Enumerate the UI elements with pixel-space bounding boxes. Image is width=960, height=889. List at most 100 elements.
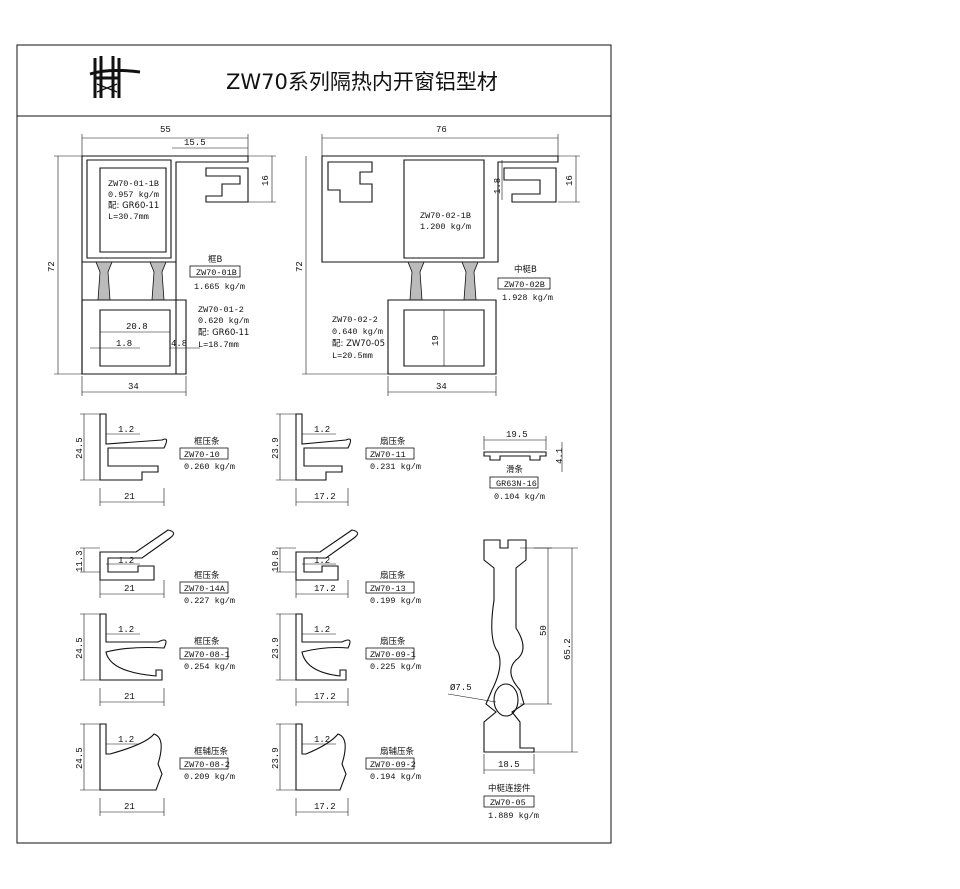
bead-width: 21: [124, 802, 135, 812]
mullion-bottom-width: 34: [436, 382, 447, 392]
bead-profile: [99, 613, 167, 681]
bead-2: 23.9 1.2 17.2 扇压条 ZW70-11 0.231 kg/m: [271, 413, 421, 506]
mullion-thermal-strip-right: [461, 261, 479, 301]
bead-profile: [295, 613, 351, 681]
bead-lip: 1.2: [118, 556, 134, 566]
bead-code: ZW70-10: [184, 450, 220, 460]
frame-lower-code: ZW70-01-2: [198, 305, 244, 315]
bead-weight: 0.227 kg/m: [184, 596, 235, 606]
bead-lip: 1.2: [314, 625, 330, 635]
slide-strip-width: 19.5: [506, 430, 528, 440]
frame-upper-length: L=30.7mm: [108, 212, 149, 222]
bead-name: 扇压条: [380, 570, 406, 581]
frame-width-top: 55: [160, 125, 171, 135]
bead-profile: [295, 529, 359, 581]
connector-hole-dia: Ø7.5: [450, 683, 472, 693]
bead-weight: 0.260 kg/m: [184, 462, 235, 472]
frame-upper-strip: 配: GR60-11: [108, 201, 159, 211]
bead-width: 17.2: [314, 802, 336, 812]
bead-code: ZW70-11: [370, 450, 406, 460]
sheet-border: [16, 44, 612, 844]
mullion-height: 72: [295, 261, 305, 272]
glazing-beads: 24.5 1.2 21 框压条 ZW70-10 0.260 kg/m 23.9 1.2 17.2…: [75, 413, 421, 816]
company-logo: [89, 56, 141, 98]
slide-strip-height: 4.1: [555, 448, 565, 464]
bead-code: ZW70-08-1: [184, 650, 230, 660]
bead-name: 扇压条: [380, 436, 406, 447]
bead-code: ZW70-13: [370, 584, 406, 594]
bead-height: 23.9: [271, 437, 281, 459]
frame-right-gap: 4.8: [171, 339, 187, 349]
mullion-lower-strip: 配: ZW70-05: [332, 339, 385, 349]
bead-name: 框压条: [194, 436, 220, 447]
bead-height: 23.9: [271, 747, 281, 769]
mullion-lower-chamber: [403, 309, 485, 367]
frame-lower-weight: 0.620 kg/m: [198, 316, 249, 326]
frame-assembly-code: ZW70-01B: [196, 268, 237, 278]
drawing-title: ZW70系列隔热内开窗铝型材: [226, 70, 498, 94]
bead-code: ZW70-08-2: [184, 760, 230, 770]
bead-weight: 0.254 kg/m: [184, 662, 235, 672]
mullion-lower-length: L=20.5mm: [332, 351, 373, 361]
bead-profile: [99, 723, 163, 791]
connector-profile: [483, 539, 535, 753]
connector-width: 18.5: [498, 760, 520, 770]
frame-lower-strip: 配: GR60-11: [198, 328, 249, 338]
bead-height: 24.5: [75, 637, 85, 659]
bead-width: 21: [124, 492, 135, 502]
bead-lip: 1.2: [118, 625, 134, 635]
mullion-assembly-weight: 1.928 kg/m: [502, 293, 553, 303]
frame-lower-length: L=18.7mm: [198, 340, 239, 350]
frame-right-height: 16: [261, 175, 271, 186]
bead-profile: [295, 723, 347, 791]
mullion-width-top: 76: [436, 125, 447, 135]
mullion-section: 76 72 1.8 16 19 34 ZW70-02-1B 1.200 kg/m…: [295, 125, 580, 396]
bead-code: ZW70-09-1: [370, 650, 416, 660]
frame-assembly-weight: 1.665 kg/m: [194, 282, 245, 292]
connector-height-inner: 50: [539, 625, 549, 636]
bead-weight: 0.199 kg/m: [370, 596, 421, 606]
frame-upper-code: ZW70-01-1B: [108, 179, 159, 189]
slide-strip-name: 滑条: [506, 464, 524, 475]
slide-strip-weight: 0.104 kg/m: [494, 492, 545, 502]
mullion-upper-chamber: [403, 159, 485, 259]
bead-height: 24.5: [75, 747, 85, 769]
bead-weight: 0.194 kg/m: [370, 772, 421, 782]
frame-assembly-name: 框B: [208, 254, 223, 265]
bead-weight: 0.209 kg/m: [184, 772, 235, 782]
frame-height: 72: [47, 261, 57, 272]
bead-weight: 0.225 kg/m: [370, 662, 421, 672]
frame-section: 55 15.5 72 16 34 20.8 1.8 4.8 ZW70-01-1B…: [47, 125, 276, 396]
frame-left-gap: 1.8: [116, 339, 132, 349]
bead-lip: 1.2: [314, 425, 330, 435]
bead-name: 框压条: [194, 570, 220, 581]
bead-weight: 0.231 kg/m: [370, 462, 421, 472]
bead-name: 扇辅压条: [380, 746, 415, 757]
bead-profile: [99, 529, 175, 581]
bead-profile: [99, 413, 168, 481]
mullion-gap: 1.8: [493, 178, 503, 194]
mullion-connector: 50 65.2 Ø7.5 18.5 中梃连接件 ZW70-05 1.889 kg…: [447, 539, 578, 821]
mullion-lower-weight: 0.640 kg/m: [332, 327, 383, 337]
bead-height: 10.8: [271, 550, 281, 572]
mullion-inner-height: 19: [431, 335, 441, 346]
bead-width: 17.2: [314, 492, 336, 502]
bead-width: 17.2: [314, 692, 336, 702]
connector-code: ZW70-05: [490, 798, 526, 808]
bead-lip: 1.2: [118, 425, 134, 435]
mullion-upper-weight: 1.200 kg/m: [420, 222, 471, 232]
mullion-thermal-strip-left: [407, 261, 425, 301]
connector-name: 中梃连接件: [488, 783, 531, 794]
bead-lip: 1.2: [314, 735, 330, 745]
frame-lower-chamber: [99, 309, 171, 367]
mullion-lower-code: ZW70-02-2: [332, 315, 378, 325]
bead-height: 23.9: [271, 637, 281, 659]
mullion-right-height: 16: [565, 175, 575, 186]
